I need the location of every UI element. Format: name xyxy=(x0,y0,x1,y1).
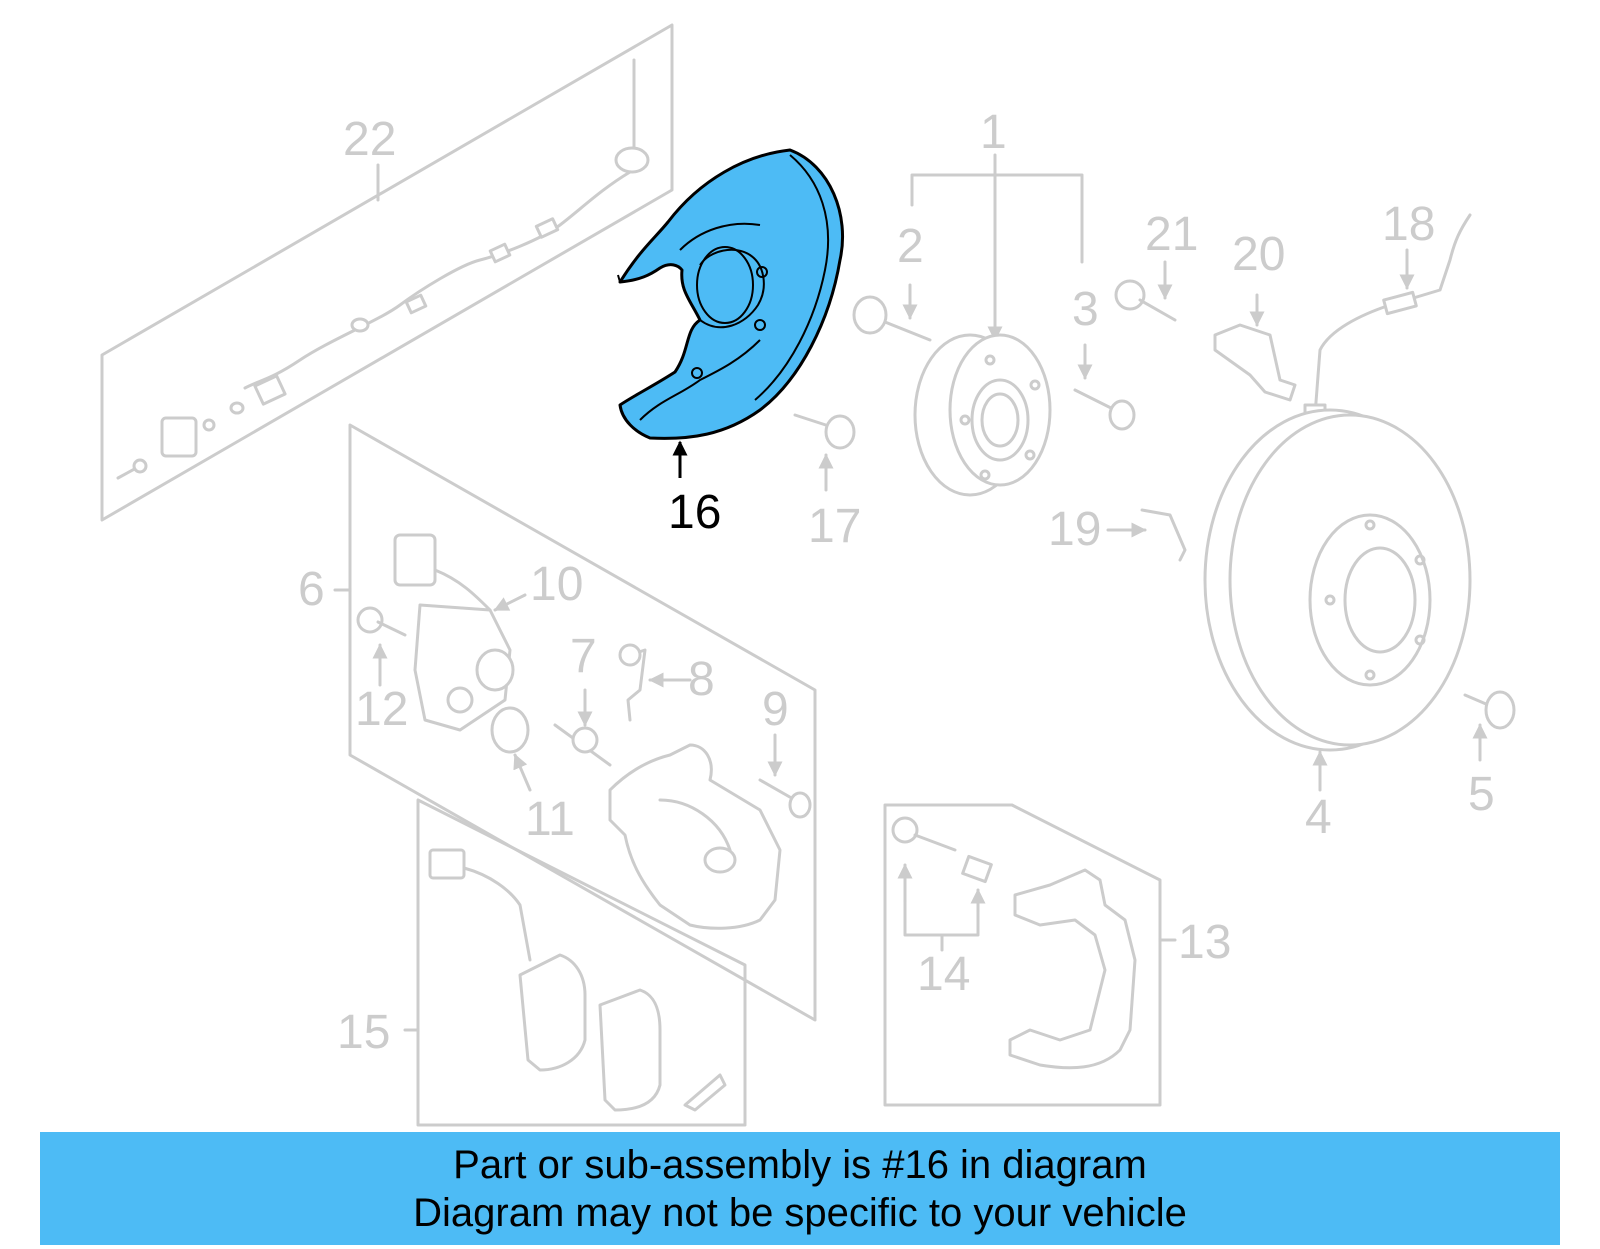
info-banner: Part or sub-assembly is #16 in diagram D… xyxy=(40,1132,1560,1245)
callout-12: 12 xyxy=(355,683,408,736)
callout-2: 2 xyxy=(897,220,924,273)
callout-3: 3 xyxy=(1072,283,1099,336)
part-6-caliper-assembly xyxy=(333,423,817,1022)
callout-7: 7 xyxy=(570,630,597,683)
callout-4: 4 xyxy=(1305,791,1332,844)
part-16-splash-shield xyxy=(617,148,845,478)
callout-18: 18 xyxy=(1382,198,1435,251)
part-21-bolt xyxy=(1114,260,1177,322)
banner-line-1: Part or sub-assembly is #16 in diagram xyxy=(453,1142,1147,1187)
callout-19: 19 xyxy=(1048,503,1101,556)
callout-8: 8 xyxy=(688,653,715,706)
part-15-brake-pads xyxy=(403,798,747,1127)
callout-13: 13 xyxy=(1178,916,1231,969)
callout-11: 11 xyxy=(525,793,575,846)
callout-9: 9 xyxy=(762,683,789,736)
callout-14: 14 xyxy=(917,948,970,1001)
callout-17: 17 xyxy=(808,500,861,553)
part-1-wheel-hub xyxy=(910,153,1084,497)
part-17-bolt xyxy=(793,413,856,492)
part-20-sensor xyxy=(1213,293,1297,402)
part-2-bolt xyxy=(852,283,932,342)
banner-line-2: Diagram may not be specific to your vehi… xyxy=(413,1190,1187,1235)
part-13-caliper-carrier xyxy=(883,803,1177,1107)
part-3-bolt xyxy=(1073,343,1136,431)
callout-15: 15 xyxy=(337,1006,390,1059)
part-19-clip xyxy=(1106,508,1187,562)
part-4-brake-rotor xyxy=(1203,408,1472,792)
callout-16: 16 xyxy=(668,486,721,539)
callout-21: 21 xyxy=(1145,208,1198,261)
callout-10: 10 xyxy=(530,558,583,611)
callout-6: 6 xyxy=(298,563,325,616)
callout-5: 5 xyxy=(1468,768,1495,821)
part-22-wheel-speed-sensor xyxy=(100,23,674,522)
part-5-screw xyxy=(1463,690,1516,762)
callout-1: 1 xyxy=(980,106,1007,159)
callout-20: 20 xyxy=(1232,228,1285,281)
callout-22: 22 xyxy=(343,113,396,166)
